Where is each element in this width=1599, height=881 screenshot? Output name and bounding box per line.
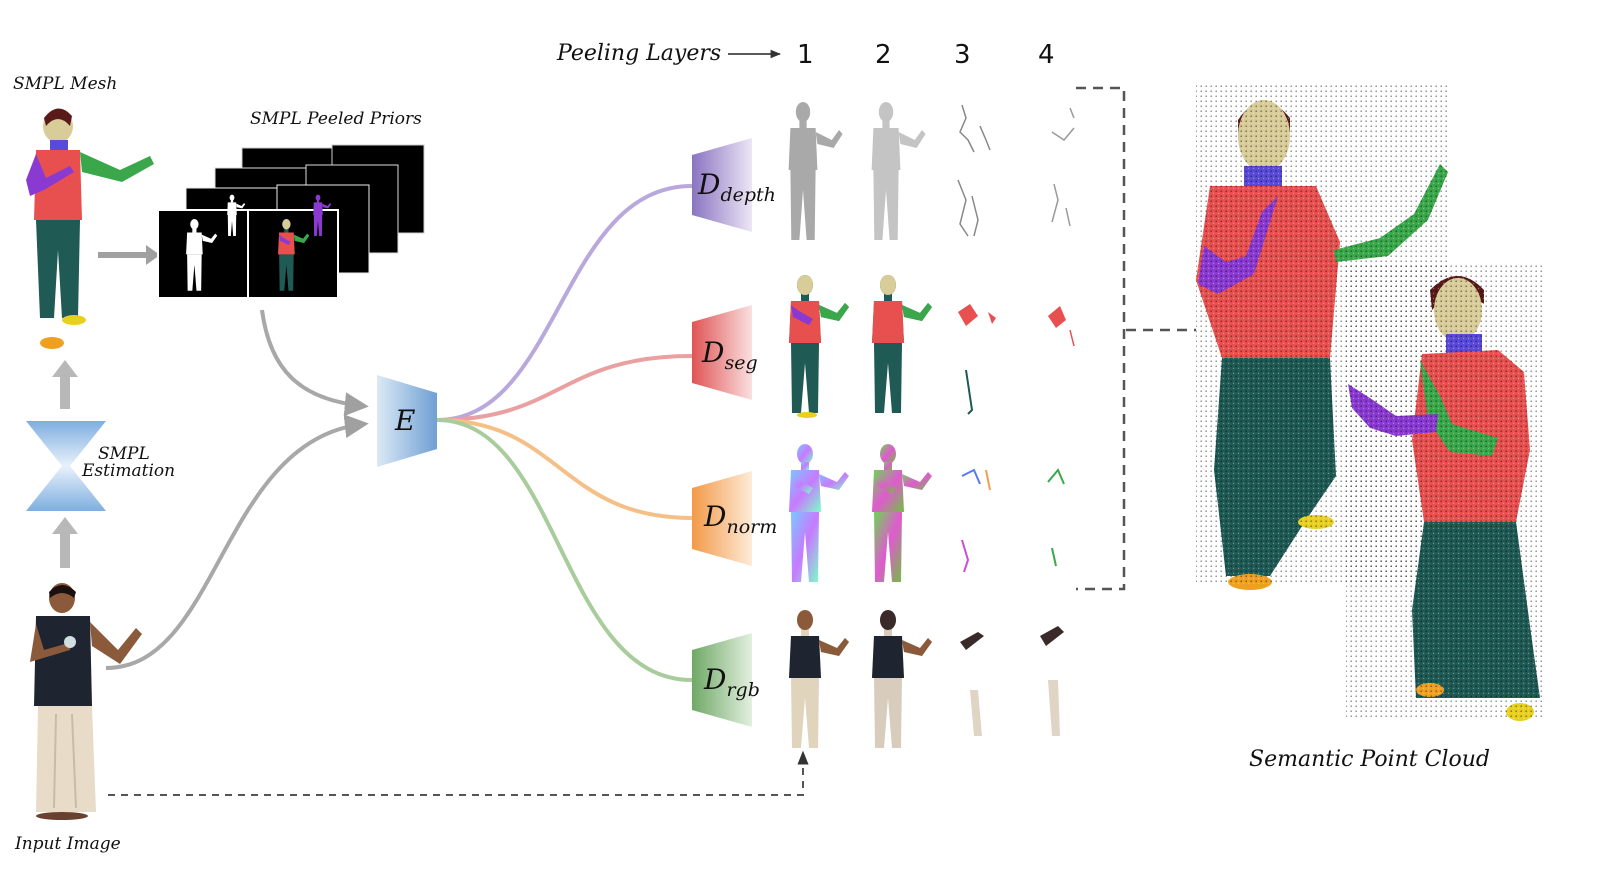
smpl-estimation-label-1: SMPL bbox=[98, 444, 150, 464]
rgb-output-layer-1 bbox=[789, 610, 849, 748]
peeling-layers-label: Peeling Layers bbox=[556, 41, 721, 66]
decoder-rgb-block bbox=[692, 633, 752, 727]
depth-output-layer-2 bbox=[871, 102, 926, 240]
layer-number-1: 1 bbox=[797, 40, 814, 70]
depth-output-layer-1 bbox=[788, 102, 843, 240]
input-image-label: Input Image bbox=[14, 834, 121, 854]
input-image-person bbox=[30, 583, 142, 820]
layer-number-4: 4 bbox=[1038, 40, 1055, 70]
smpl-peeled-priors-stack bbox=[157, 144, 425, 299]
depth-output-layer-3 bbox=[957, 104, 991, 237]
norm-output-layer-4 bbox=[1047, 468, 1065, 567]
point-cloud-side-view bbox=[1346, 264, 1542, 721]
priors-to-encoder-arrow bbox=[260, 309, 369, 417]
smpl-mesh-label: SMPL Mesh bbox=[13, 74, 117, 94]
decoder-norm-block bbox=[692, 471, 752, 566]
smpl-estimation-block bbox=[26, 421, 106, 511]
encoder-block bbox=[377, 375, 437, 467]
encoder-label: E bbox=[394, 404, 415, 437]
layer-number-3: 3 bbox=[954, 40, 971, 70]
decoder-depth-block bbox=[692, 138, 752, 232]
encoder-to-depth-curve bbox=[436, 184, 693, 422]
rgb-output-layer-4 bbox=[1040, 626, 1064, 736]
decoder-norm-label: Dnorm bbox=[703, 500, 777, 538]
decoder-depth-label: Ddepth bbox=[697, 168, 776, 206]
decoder-seg-label: Dseg bbox=[701, 336, 758, 374]
depth-output-layer-4 bbox=[1051, 107, 1075, 227]
seg-output-layer-2 bbox=[872, 275, 932, 413]
up-arrow-upper bbox=[52, 360, 78, 409]
layer-number-2: 2 bbox=[875, 40, 892, 70]
seg-output-layer-3 bbox=[958, 304, 996, 415]
encoder-to-rgb-curve bbox=[436, 418, 693, 682]
norm-output-layer-3 bbox=[961, 468, 991, 573]
decoder-seg-block bbox=[692, 305, 752, 400]
decoder-rgb-label: Drgb bbox=[703, 663, 760, 701]
layers-bracket bbox=[1076, 86, 1126, 591]
seg-output-layer-4 bbox=[1048, 306, 1075, 347]
norm-output-layer-2 bbox=[872, 444, 932, 582]
smpl-estimation-label-2: Estimation bbox=[81, 461, 175, 481]
smpl-mesh-figure bbox=[26, 108, 154, 349]
encoder-to-norm-curve bbox=[436, 418, 693, 520]
rgb-output-layer-2 bbox=[872, 610, 932, 748]
image-to-encoder-arrow bbox=[105, 414, 369, 670]
smpl-peeled-priors-label: SMPL Peeled Priors bbox=[250, 109, 422, 129]
seg-output-layer-1 bbox=[789, 275, 849, 418]
rgb-output-layer-3 bbox=[960, 632, 984, 736]
semantic-point-cloud-label: Semantic Point Cloud bbox=[1249, 747, 1490, 772]
input-to-rgb-dashed-arrow bbox=[108, 750, 809, 796]
up-arrow-lower bbox=[52, 517, 78, 568]
encoder-to-seg-curve bbox=[436, 354, 693, 422]
norm-output-layer-1 bbox=[789, 444, 849, 582]
